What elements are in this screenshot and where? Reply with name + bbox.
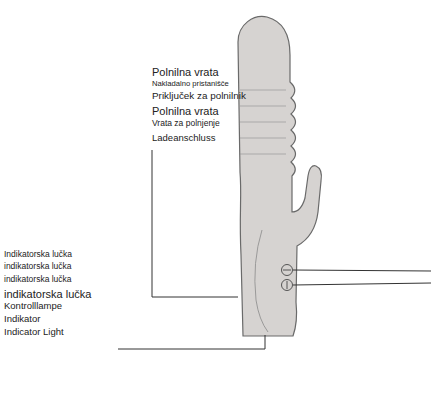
part-label: indikatorska lučka bbox=[4, 288, 91, 300]
button-mark bbox=[283, 270, 291, 271]
body-shading bbox=[255, 230, 268, 332]
part-label: indikatorska lučka bbox=[4, 275, 72, 284]
button bbox=[282, 280, 293, 291]
leader-line bbox=[293, 270, 431, 271]
part-label: Polnilna vrata bbox=[152, 66, 219, 78]
button bbox=[282, 265, 293, 276]
ridge-lines bbox=[240, 90, 286, 154]
part-label: Polnilna vrata bbox=[152, 105, 219, 117]
part-label: Priključek za polnilnik bbox=[152, 91, 246, 102]
part-label: Kontrolllampe bbox=[4, 301, 62, 311]
part-label: indikatorska lučka bbox=[4, 262, 72, 271]
leader-line bbox=[152, 150, 238, 297]
device-body bbox=[238, 16, 321, 336]
part-label: Indikatorska lučka bbox=[4, 250, 72, 259]
leader-line bbox=[118, 335, 265, 349]
part-label: Indicator Light bbox=[4, 327, 64, 337]
leader-line bbox=[293, 283, 431, 285]
part-label: Nakladalno pristanišče bbox=[152, 80, 229, 88]
part-label: Indikator bbox=[4, 314, 40, 324]
part-label: Vrata za polnjenje bbox=[152, 119, 220, 128]
button-mark bbox=[287, 281, 288, 289]
part-label: Ladeanschluss bbox=[152, 133, 215, 143]
